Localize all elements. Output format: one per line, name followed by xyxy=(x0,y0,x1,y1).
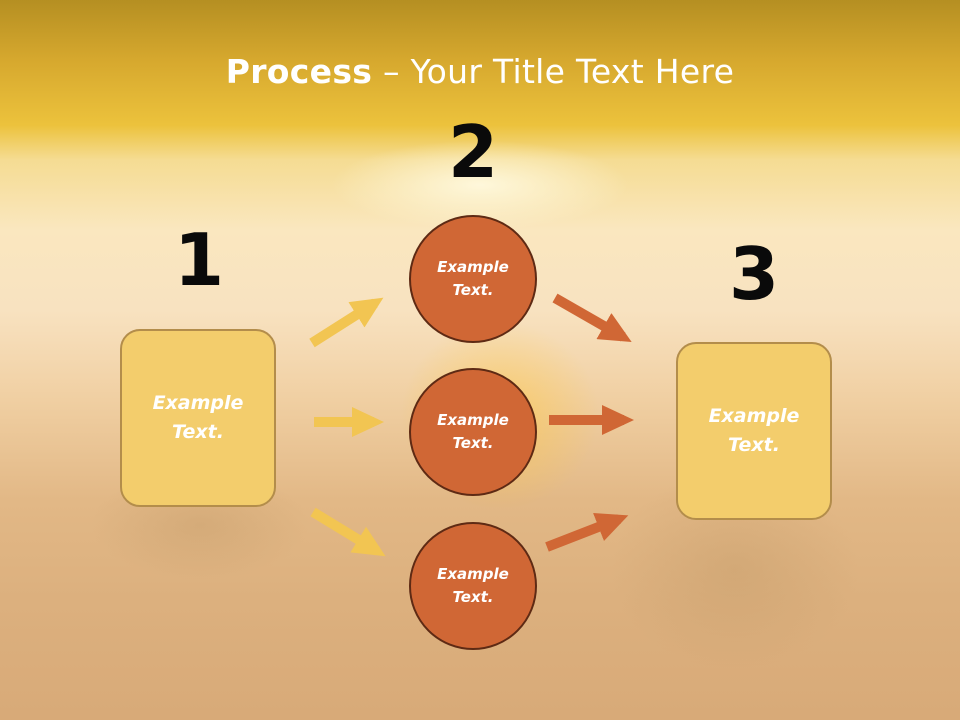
title-rest: – Your Title Text Here xyxy=(372,52,735,91)
slide-title: Process – Your Title Text Here xyxy=(0,52,960,91)
step-number-3: 3 xyxy=(728,232,780,316)
right-box-line2: Text. xyxy=(728,434,780,456)
arrow-circle-3-to-right xyxy=(545,512,629,552)
arrow-circle-1-to-right xyxy=(552,293,632,342)
circle-top: Example Text. xyxy=(409,215,537,343)
left-box-line1: Example xyxy=(152,392,244,414)
step-number-2: 2 xyxy=(447,110,499,194)
circle-bottom-line2: Text. xyxy=(452,588,494,606)
circle-top-line1: Example xyxy=(437,258,509,276)
right-step-box: Example Text. xyxy=(676,342,832,520)
left-step-box: Example Text. xyxy=(120,329,276,507)
arrow-left-to-circle-3 xyxy=(310,507,386,557)
left-box-line2: Text. xyxy=(172,421,224,443)
circle-bottom-line1: Example xyxy=(437,565,509,583)
circle-middle: Example Text. xyxy=(409,368,537,496)
right-box-line1: Example xyxy=(708,405,800,427)
circle-bottom: Example Text. xyxy=(409,522,537,650)
title-strong: Process xyxy=(225,52,373,91)
arrow-left-to-circle-1 xyxy=(309,297,384,348)
circle-top-line2: Text. xyxy=(452,281,494,299)
circle-middle-line2: Text. xyxy=(452,434,494,452)
step-number-1: 1 xyxy=(173,218,225,302)
circle-middle-line1: Example xyxy=(437,411,509,429)
